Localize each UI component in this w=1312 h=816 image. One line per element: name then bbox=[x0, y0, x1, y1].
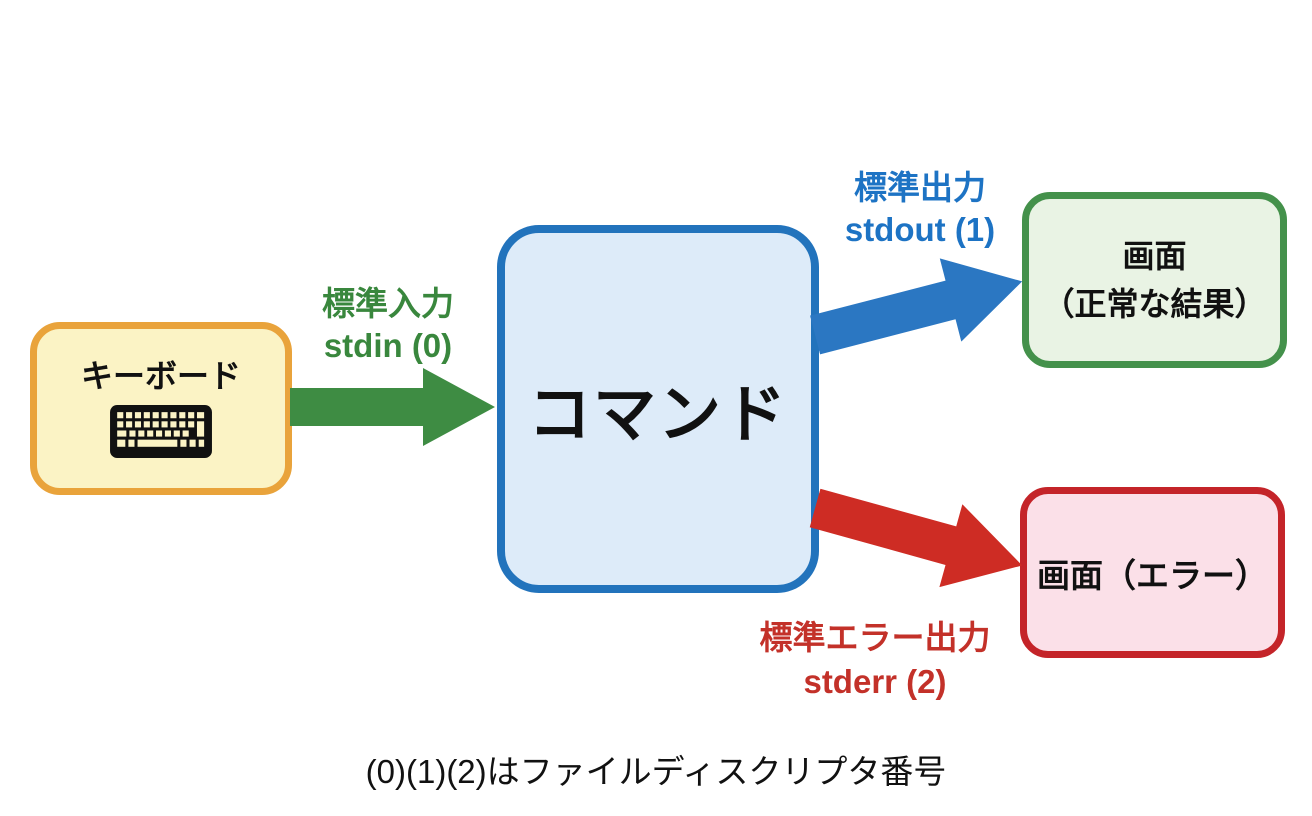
command-box: コマンド bbox=[497, 225, 819, 593]
stdout-label-line2: stdout (1) bbox=[844, 211, 996, 248]
keyboard-icon bbox=[110, 404, 212, 458]
stderr-label-line2: stderr (2) bbox=[803, 663, 947, 700]
stderr-label: 標準エラー出力 stderr (2) bbox=[735, 616, 1015, 704]
stdout-label-line1: 標準出力 bbox=[854, 169, 986, 206]
command-box-label: コマンド bbox=[528, 379, 788, 450]
stderr-screen-label: 画面（エラー） bbox=[1037, 556, 1268, 594]
stdout-screen-label-line2: （正常な結果） bbox=[1042, 286, 1267, 322]
stdout-arrow bbox=[809, 258, 1023, 355]
file-descriptor-caption: (0)(1)(2)はファイルディスクリプタ番号 bbox=[365, 753, 947, 790]
stdin-label-line2: stdin (0) bbox=[323, 327, 453, 364]
stderr-label-line1: 標準エラー出力 bbox=[759, 619, 991, 656]
stderr-arrow bbox=[809, 488, 1023, 588]
stdin-label-line1: 標準入力 bbox=[322, 285, 454, 322]
stdin-arrow bbox=[290, 368, 495, 446]
stdin-label: 標準入力 stdin (0) bbox=[268, 283, 508, 367]
stderr-screen-box: 画面（エラー） bbox=[1020, 487, 1285, 658]
stdout-screen-box: 画面 （正常な結果） bbox=[1022, 192, 1287, 368]
stdout-label: 標準出力 stdout (1) bbox=[790, 167, 1050, 251]
stdout-screen-label-line1: 画面 bbox=[1122, 238, 1187, 274]
keyboard-box-label: キーボード bbox=[80, 358, 241, 395]
keyboard-box: キーボード bbox=[30, 322, 292, 495]
